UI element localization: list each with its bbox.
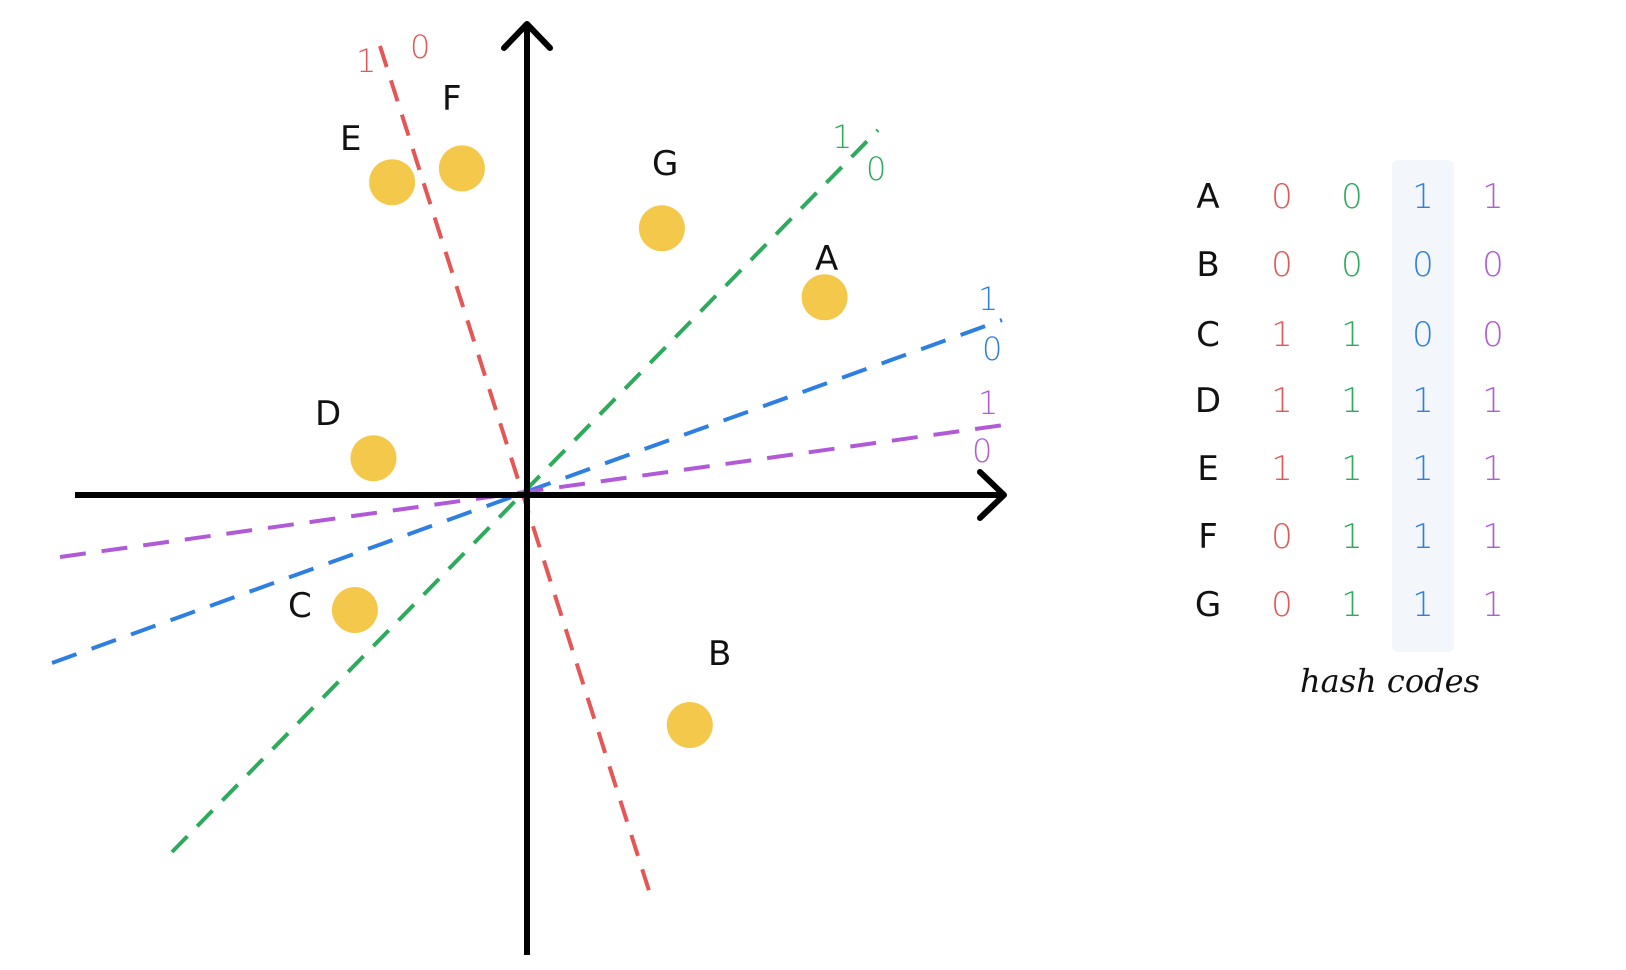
bit-b-blue: 0 [1412, 245, 1434, 285]
bit-c-red: 1 [1271, 315, 1293, 355]
point-labels: A B C D E F G [288, 79, 838, 674]
bit-e-green: 1 [1341, 449, 1363, 489]
bit-e-red: 1 [1271, 449, 1293, 489]
row-label-c: C [1196, 315, 1220, 355]
y-axis-arrowhead [501, 21, 553, 51]
column-highlight [1392, 160, 1454, 652]
row-label-d: D [1195, 381, 1221, 421]
point-c [331, 587, 378, 633]
bit-a-red: 0 [1271, 177, 1293, 217]
point-label-d: D [315, 394, 341, 434]
hash-row-d: D 1 1 1 1 [1195, 381, 1504, 421]
bit-d-purple: 1 [1482, 381, 1504, 421]
red-side-zero: 0 [410, 28, 430, 66]
point-f [438, 145, 485, 192]
green-side-zero: 0 [866, 150, 886, 188]
purple-side-one: 1 [978, 384, 998, 422]
bit-b-red: 0 [1271, 245, 1293, 285]
bit-b-purple: 0 [1482, 245, 1504, 285]
bit-f-green: 1 [1341, 517, 1363, 557]
hash-row-e: E 1 1 1 1 [1197, 449, 1504, 489]
blue-side-one: 1 [978, 280, 998, 318]
hash-row-b: B 0 0 0 0 [1196, 245, 1503, 285]
bit-f-blue: 1 [1412, 517, 1434, 557]
purple-side-zero: 0 [972, 432, 992, 470]
row-label-e: E [1197, 449, 1218, 489]
hash-table: A 0 0 1 1 B 0 0 0 0 C 1 1 0 0 D 1 1 1 1 [1195, 177, 1504, 700]
bit-e-blue: 1 [1412, 449, 1434, 489]
bit-c-purple: 0 [1482, 315, 1504, 355]
point-label-f: F [442, 79, 462, 119]
bit-d-blue: 1 [1412, 381, 1434, 421]
point-label-a: A [815, 239, 838, 279]
row-label-b: B [1196, 245, 1219, 285]
point-e [369, 159, 416, 206]
point-b [666, 702, 713, 748]
blue-side-zero: 0 [982, 330, 1002, 368]
point-label-g: G [652, 144, 678, 184]
x-axis-arrowhead [977, 469, 1007, 521]
hyperplane-purple [59, 423, 1005, 559]
bit-d-green: 1 [1341, 381, 1363, 421]
hash-row-c: C 1 1 0 0 [1196, 315, 1504, 355]
bit-g-blue: 1 [1412, 585, 1434, 625]
bit-g-purple: 1 [1482, 585, 1504, 625]
hash-row-f: F 0 1 1 1 [1198, 517, 1504, 557]
hash-row-a: A 0 0 1 1 [1196, 177, 1503, 217]
green-side-one: 1 [832, 118, 852, 156]
bit-c-blue: 0 [1412, 315, 1434, 355]
bit-g-red: 0 [1271, 585, 1293, 625]
bit-e-purple: 1 [1482, 449, 1504, 489]
bit-a-purple: 1 [1482, 177, 1504, 217]
bit-b-green: 0 [1341, 245, 1363, 285]
row-label-f: F [1198, 517, 1218, 557]
point-g [638, 205, 685, 252]
bit-f-purple: 1 [1482, 517, 1504, 557]
point-label-c: C [288, 586, 312, 626]
hash-row-g: G 0 1 1 1 [1195, 585, 1504, 625]
bit-a-green: 0 [1341, 177, 1363, 217]
hyperplane-red [378, 45, 654, 901]
point-label-e: E [340, 119, 361, 159]
bit-c-green: 1 [1341, 315, 1363, 355]
bit-a-blue: 1 [1412, 177, 1434, 217]
hash-table-caption: hash codes [1300, 662, 1480, 700]
row-label-a: A [1196, 177, 1219, 217]
point-a [801, 274, 848, 321]
bit-f-red: 0 [1271, 517, 1293, 557]
axes [75, 21, 1007, 955]
point-d [350, 435, 397, 482]
hyperplane-side-labels: 1 0 1 0 1 0 1 0 [356, 28, 1002, 470]
bit-g-green: 1 [1341, 585, 1363, 625]
bit-d-red: 1 [1271, 381, 1293, 421]
point-label-b: B [708, 634, 731, 674]
points [331, 145, 848, 748]
row-label-g: G [1195, 585, 1221, 625]
red-side-one: 1 [356, 42, 376, 80]
